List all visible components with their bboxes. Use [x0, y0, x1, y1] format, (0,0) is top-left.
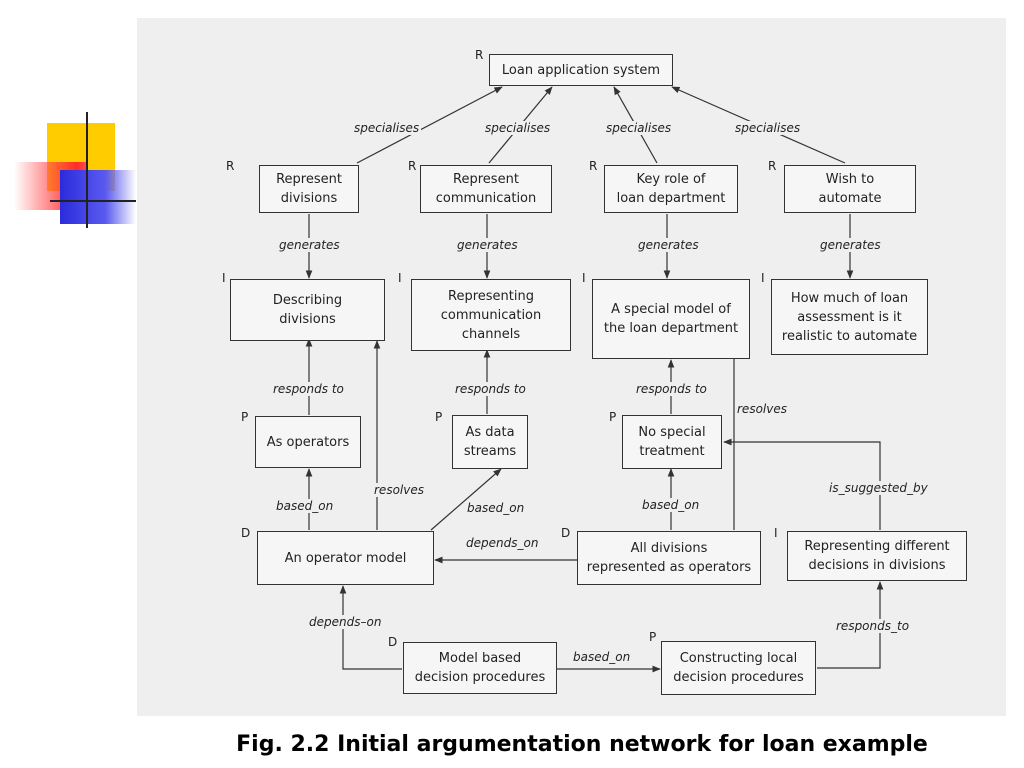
node-wish-to-automate: Wish to automate	[784, 165, 916, 213]
edge-label-based-on-3: based_on	[640, 498, 702, 512]
node-all-divisions-represented-as-operators: All divisions represented as operators	[577, 531, 761, 585]
edge-label-depends-on-1: depends_on	[464, 536, 541, 550]
edge-label-generates-1: generates	[277, 238, 342, 252]
edge-label-responds-to-2: responds to	[453, 382, 528, 396]
d1-type-tag: D	[241, 526, 251, 540]
i1-type-tag: I	[222, 271, 226, 285]
i2-type-tag: I	[398, 271, 402, 285]
root-node-type-tag: R	[475, 48, 484, 62]
edge-label-specialises-2: specialises	[483, 121, 553, 135]
r4-type-tag: R	[768, 159, 777, 173]
edge-label-depends-on-2: depends–on	[307, 615, 384, 629]
edge-label-based-on-2: based_on	[465, 501, 527, 515]
i3-type-tag: I	[582, 271, 586, 285]
specialises-arrow-1	[356, 86, 503, 164]
edge-label-responds-to-3: responds to	[634, 382, 709, 396]
root-node-loan-application-system: Loan application system	[489, 54, 673, 86]
argumentation-network-figure: R Loan application system R Represent di…	[137, 18, 1006, 716]
decorative-squares-graphic	[0, 0, 140, 240]
edge-label-resolves-2: resolves	[735, 402, 789, 416]
responds-to-arrow-4	[817, 581, 884, 669]
i5-type-tag: I	[774, 526, 778, 540]
r3-type-tag: R	[589, 159, 598, 173]
depends-on-arrow-2	[339, 585, 402, 670]
blue-square	[60, 170, 136, 224]
edge-label-resolves-1: resolves	[372, 483, 426, 497]
i4-type-tag: I	[761, 271, 765, 285]
node-model-based-decision-procedures: Model based decision procedures	[403, 642, 557, 694]
edge-label-generates-2: generates	[455, 238, 520, 252]
edge-label-specialises-4: specialises	[733, 121, 803, 135]
p3-type-tag: P	[609, 410, 617, 424]
p4-type-tag: P	[649, 630, 657, 644]
node-constructing-local-decision-procedures: Constructing local decision procedures	[661, 641, 816, 695]
edge-label-based-on-4: based_on	[571, 650, 633, 664]
edge-label-generates-4: generates	[818, 238, 883, 252]
p2-type-tag: P	[435, 410, 443, 424]
is-suggested-by-arrow	[723, 438, 881, 530]
edge-label-specialises-3: specialises	[604, 121, 674, 135]
edge-label-generates-3: generates	[636, 238, 701, 252]
based-on-arrow-2	[430, 468, 502, 531]
node-represent-divisions: Represent divisions	[259, 165, 359, 213]
node-no-special-treatment: No special treatment	[622, 415, 722, 469]
node-representing-communication-channels: Representing communication channels	[411, 279, 571, 351]
d3-type-tag: D	[388, 635, 398, 649]
edge-label-based-on-1: based_on	[274, 499, 336, 513]
node-an-operator-model: An operator model	[257, 531, 434, 585]
vertical-line	[86, 112, 88, 228]
r1-type-tag: R	[226, 159, 235, 173]
d2-type-tag: D	[561, 526, 571, 540]
r2-type-tag: R	[408, 159, 417, 173]
edge-label-specialises-1: specialises	[352, 121, 422, 135]
edge-label-is-suggested-by: is_suggested_by	[827, 481, 930, 495]
figure-caption: Fig. 2.2 Initial argumentation network f…	[236, 732, 928, 757]
node-key-role-of-loan-department: Key role of loan department	[604, 165, 738, 213]
node-as-data-streams: As data streams	[452, 415, 528, 469]
edge-label-responds-to-4: responds_to	[834, 619, 912, 633]
node-describing-divisions: Describing divisions	[230, 279, 385, 341]
p1-type-tag: P	[241, 410, 249, 424]
node-represent-communication: Represent communication	[420, 165, 552, 213]
node-how-much-loan-assessment-to-automate: How much of loan assessment is it realis…	[771, 279, 928, 355]
edge-label-responds-to-1: responds to	[271, 382, 346, 396]
node-special-model-of-loan-department: A special model of the loan department	[592, 279, 750, 359]
horizontal-line	[50, 200, 136, 202]
node-representing-different-decisions: Representing different decisions in divi…	[787, 531, 967, 581]
connector-arrows	[305, 86, 884, 673]
node-as-operators: As operators	[255, 416, 361, 468]
